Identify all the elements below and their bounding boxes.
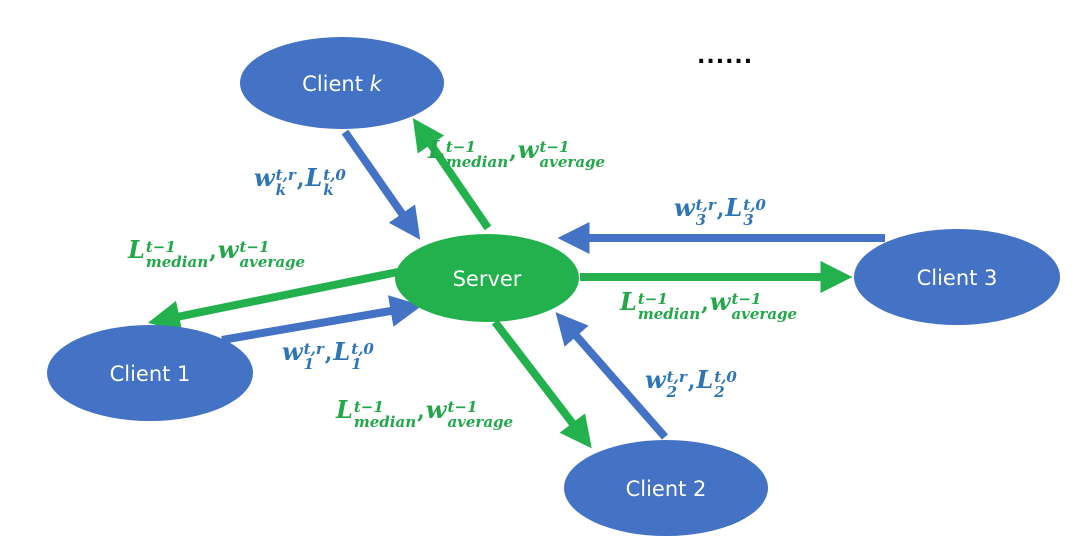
- node-client-2: Client 2: [564, 440, 768, 536]
- download-arrow-client-1: [147, 268, 399, 333]
- download-arrow-client-k: [412, 118, 492, 231]
- upload-arrow-client-1: [221, 295, 423, 344]
- client-3-label: Client 3: [917, 266, 998, 290]
- node-client-3: Client 3: [854, 229, 1060, 325]
- upload-arrow-client-2: [555, 312, 669, 440]
- more-clients-ellipsis: ......: [697, 44, 754, 69]
- download-arrow-client-2: [491, 319, 592, 449]
- node-server: Server: [395, 234, 579, 322]
- upload-arrow-client-k: [341, 129, 421, 240]
- node-client-k: Client k: [240, 37, 444, 129]
- client-2-label: Client 2: [626, 477, 707, 501]
- server-label: Server: [453, 267, 522, 291]
- client-1-label: Client 1: [110, 362, 191, 386]
- node-client-1: Client 1: [47, 325, 253, 421]
- arrows: [147, 118, 885, 449]
- client-k-label: Client k: [302, 72, 382, 96]
